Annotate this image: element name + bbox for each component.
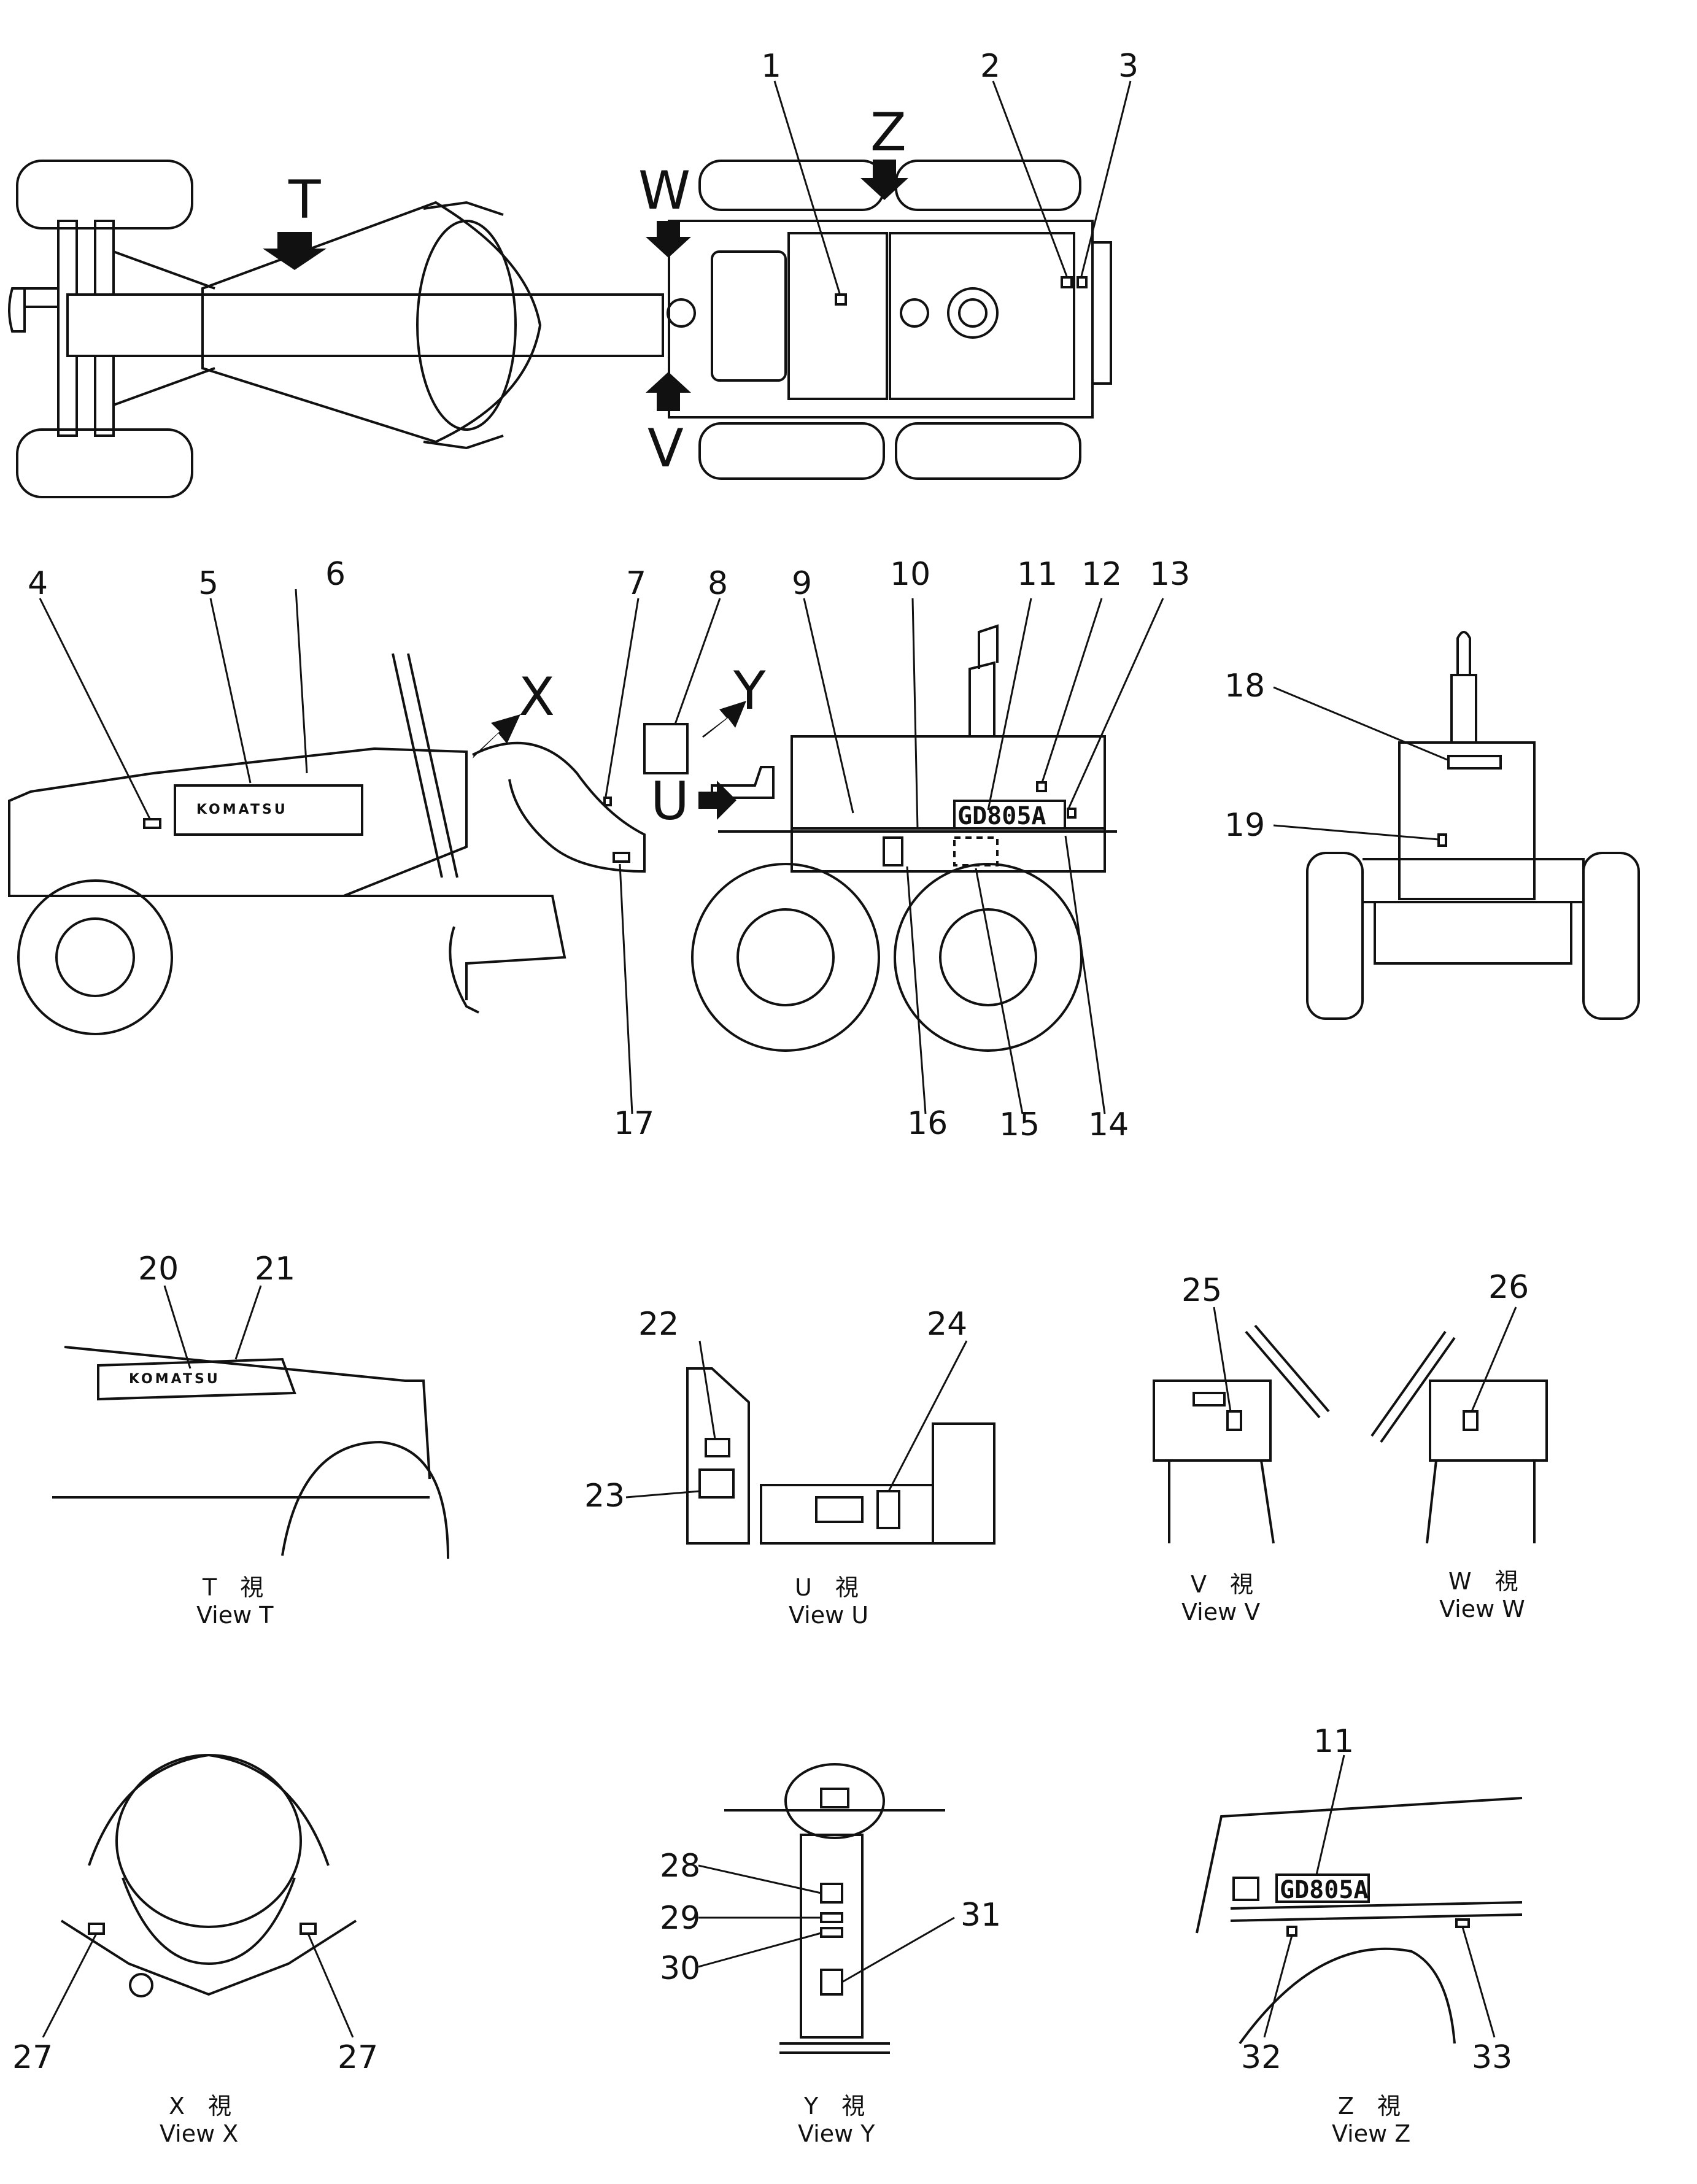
callout-27-right: 27 xyxy=(338,2039,378,2076)
caption-w-jp: W 視 xyxy=(1448,1568,1518,1595)
view-t-drawing xyxy=(52,1346,449,1559)
caption-x-en: View X xyxy=(160,2120,238,2147)
callout-21: 21 xyxy=(255,1251,295,1287)
caption-v-en: View V xyxy=(1181,1599,1260,1626)
view-letter-z: Z xyxy=(870,102,906,163)
callout-30: 30 xyxy=(660,1950,700,1987)
callout-11: 11 xyxy=(1017,556,1057,593)
callout-19: 19 xyxy=(1224,807,1265,844)
callout-26: 26 xyxy=(1488,1269,1529,1306)
top-view-drawing xyxy=(8,160,1112,498)
callout-10: 10 xyxy=(890,556,930,593)
callout-8: 8 xyxy=(708,565,728,602)
model-decal-view-z: GD805A xyxy=(1280,1876,1369,1904)
callout-numbers: 1 2 3 4 5 6 7 8 9 10 11 12 13 14 15 16 1… xyxy=(12,48,1529,2076)
view-z-drawing xyxy=(1196,1797,1523,2045)
view-y-drawing xyxy=(724,1763,945,2054)
view-letter-x: X xyxy=(519,666,555,728)
callout-16: 16 xyxy=(907,1105,948,1142)
view-letter-u: U xyxy=(651,771,689,832)
callout-20: 20 xyxy=(138,1251,179,1287)
callout-13: 13 xyxy=(1150,556,1190,593)
caption-z-en: View Z xyxy=(1332,2120,1410,2147)
view-u-drawing xyxy=(686,1367,995,1545)
callout-22: 22 xyxy=(638,1306,679,1343)
view-letter-t: T xyxy=(288,169,321,231)
rear-view-drawing xyxy=(1306,631,1640,1020)
callout-15: 15 xyxy=(999,1106,1040,1143)
callout-29: 29 xyxy=(660,1900,700,1937)
callout-31: 31 xyxy=(961,1897,1001,1934)
callout-3: 3 xyxy=(1118,48,1138,85)
callout-4: 4 xyxy=(28,565,48,602)
brand-decal-side: KOMATSU xyxy=(196,802,288,817)
callout-11-view-z: 11 xyxy=(1313,1723,1354,1760)
view-v-drawing xyxy=(1153,1324,1330,1544)
caption-x-jp: X 視 xyxy=(169,2093,231,2120)
caption-t-jp: T 視 xyxy=(202,1574,263,1601)
callout-23: 23 xyxy=(584,1478,625,1515)
side-view-drawing xyxy=(8,624,1117,1052)
view-x-drawing xyxy=(60,1753,357,1997)
callout-2: 2 xyxy=(980,48,1000,85)
callout-9: 9 xyxy=(792,565,812,602)
callout-14: 14 xyxy=(1088,1106,1129,1143)
caption-t-en: View T xyxy=(196,1602,274,1629)
view-captions: T 視 View T U 視 View U V 視 View V W 視 Vie… xyxy=(160,1568,1525,2147)
caption-y-jp: Y 視 xyxy=(803,2093,865,2120)
caption-u-en: View U xyxy=(789,1602,868,1629)
view-w-drawing xyxy=(1370,1330,1548,1544)
callout-18: 18 xyxy=(1224,668,1265,704)
callout-5: 5 xyxy=(198,565,218,602)
callout-17: 17 xyxy=(614,1105,654,1142)
brand-decal-view-t: KOMATSU xyxy=(129,1372,220,1387)
caption-u-jp: U 視 xyxy=(795,1574,859,1601)
callout-1: 1 xyxy=(761,48,781,85)
callout-28: 28 xyxy=(660,1848,700,1885)
leader-lines xyxy=(39,80,1517,2038)
callout-32: 32 xyxy=(1241,2039,1281,2076)
view-letter-v: V xyxy=(647,418,684,479)
view-letter-w: W xyxy=(638,160,690,222)
caption-y-en: View Y xyxy=(798,2120,875,2147)
caption-v-jp: V 視 xyxy=(1191,1571,1253,1598)
view-letter-y: Y xyxy=(733,660,766,722)
callout-6: 6 xyxy=(325,556,346,593)
callout-12: 12 xyxy=(1081,556,1122,593)
callout-25: 25 xyxy=(1181,1272,1222,1309)
callout-24: 24 xyxy=(927,1306,967,1343)
callout-27-left: 27 xyxy=(12,2039,53,2076)
model-decal-side: GD805A xyxy=(957,802,1046,830)
caption-z-jp: Z 視 xyxy=(1338,2093,1401,2120)
callout-7: 7 xyxy=(626,565,646,602)
callout-33: 33 xyxy=(1472,2039,1512,2076)
caption-w-en: View W xyxy=(1439,1596,1525,1623)
